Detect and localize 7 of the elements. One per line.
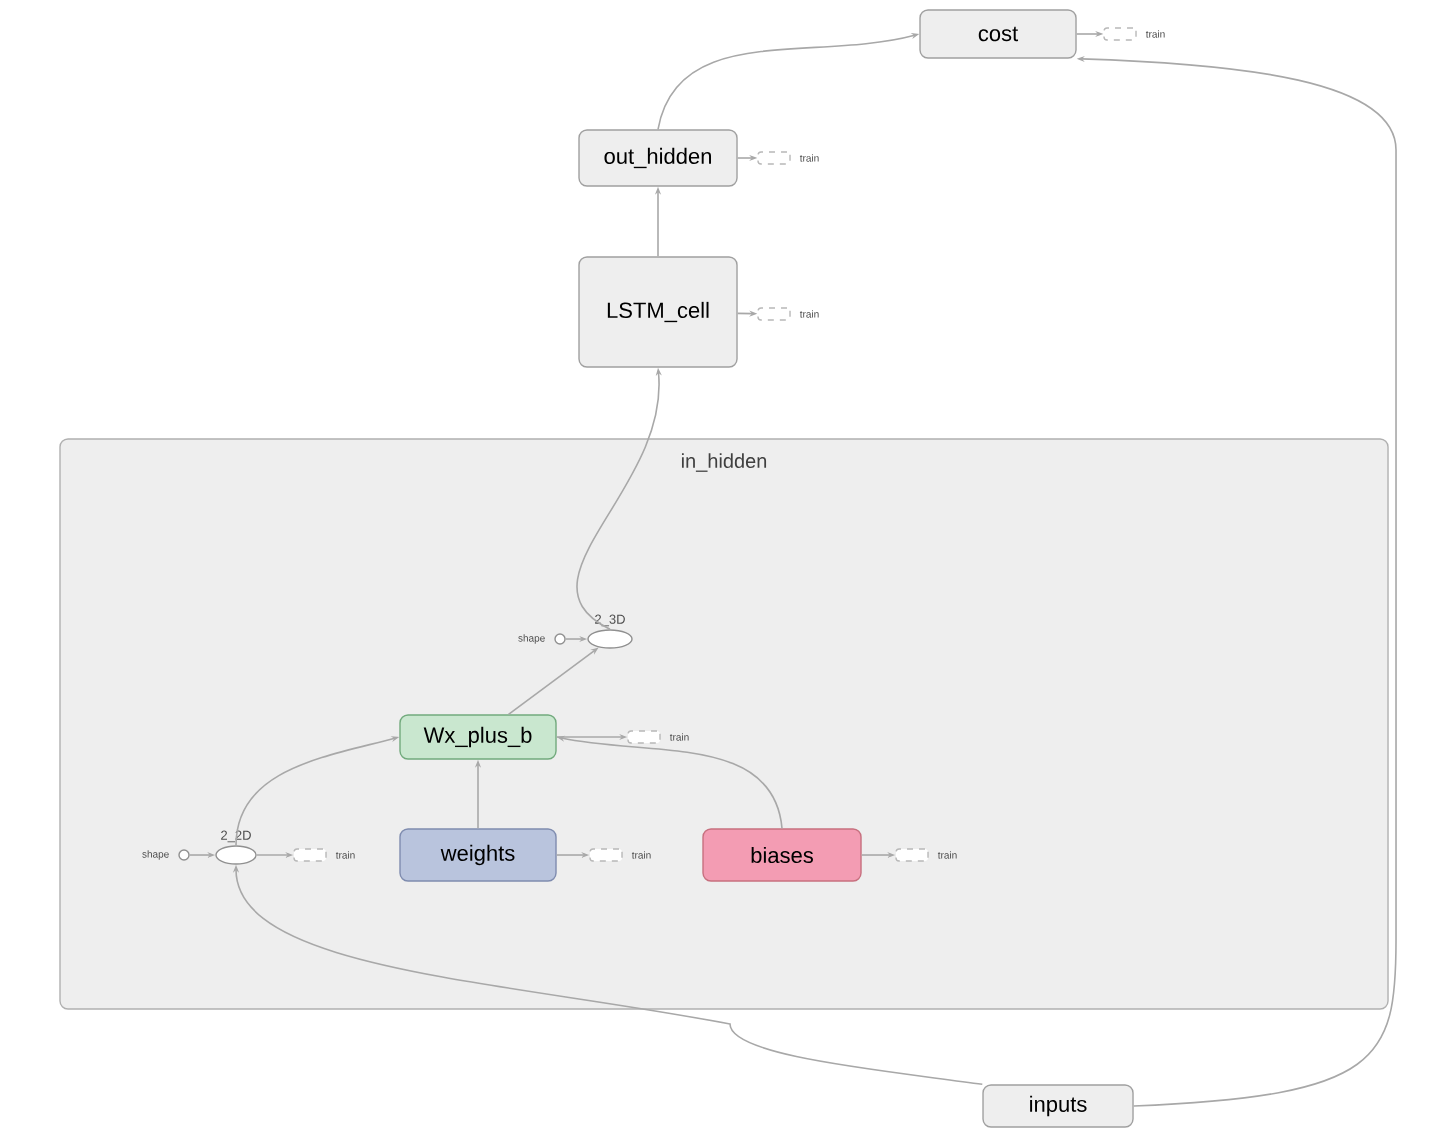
- op-box: weights: [399, 828, 557, 882]
- op-box: Wx_plus_b: [399, 714, 557, 760]
- op-box: cost: [919, 9, 1077, 59]
- op-box: biases: [702, 828, 862, 882]
- op-box: inputs: [982, 1084, 1134, 1128]
- op-box: out_hidden: [578, 129, 738, 187]
- op-box: LSTM_cell: [578, 256, 738, 368]
